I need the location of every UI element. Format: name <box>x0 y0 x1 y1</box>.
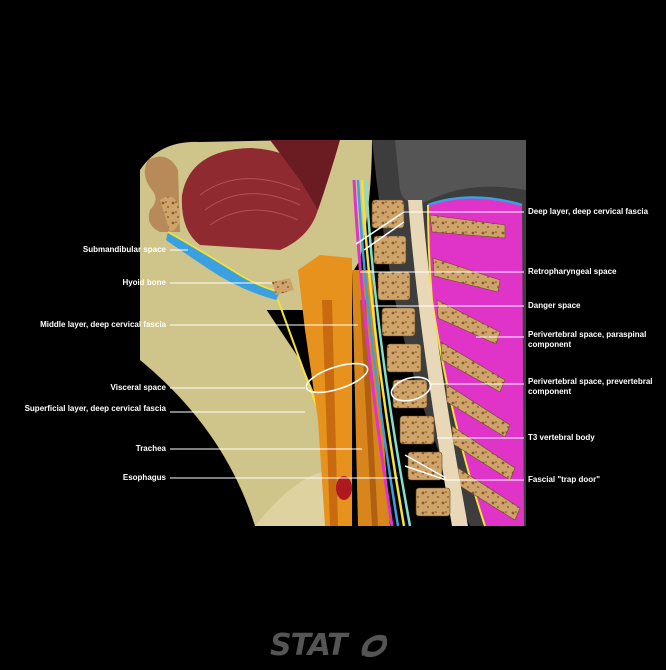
label-hyoid-bone: Hyoid bone <box>122 278 166 288</box>
label-fascial-trap-door: Fascial "trap door" <box>528 475 600 485</box>
label-esophagus: Esophagus <box>123 473 166 483</box>
label-visceral-space: Visceral space <box>111 383 166 393</box>
label-perivertebral-paraspinal: Perivertebral space, paraspinal componen… <box>528 330 662 350</box>
label-submandibular-space: Submandibular space <box>83 245 166 255</box>
label-middle-layer: Middle layer, deep cervical fascia <box>40 320 166 330</box>
label-perivertebral-prevertebral: Perivertebral space, prevertebral compon… <box>528 377 662 397</box>
label-deep-layer: Deep layer, deep cervical fascia <box>528 207 648 217</box>
label-danger-space: Danger space <box>528 301 580 311</box>
label-superficial-layer: Superficial layer, deep cervical fascia <box>12 404 166 414</box>
label-retropharyngeal-space: Retropharyngeal space <box>528 267 616 277</box>
vessel <box>336 476 352 500</box>
label-trachea: Trachea <box>136 444 166 454</box>
stat-logo: STAT <box>270 628 400 664</box>
stat-logo-mark-icon <box>356 630 392 662</box>
stat-logo-text: STAT <box>270 628 347 663</box>
label-t3-vertebral-body: T3 vertebral body <box>528 433 595 443</box>
